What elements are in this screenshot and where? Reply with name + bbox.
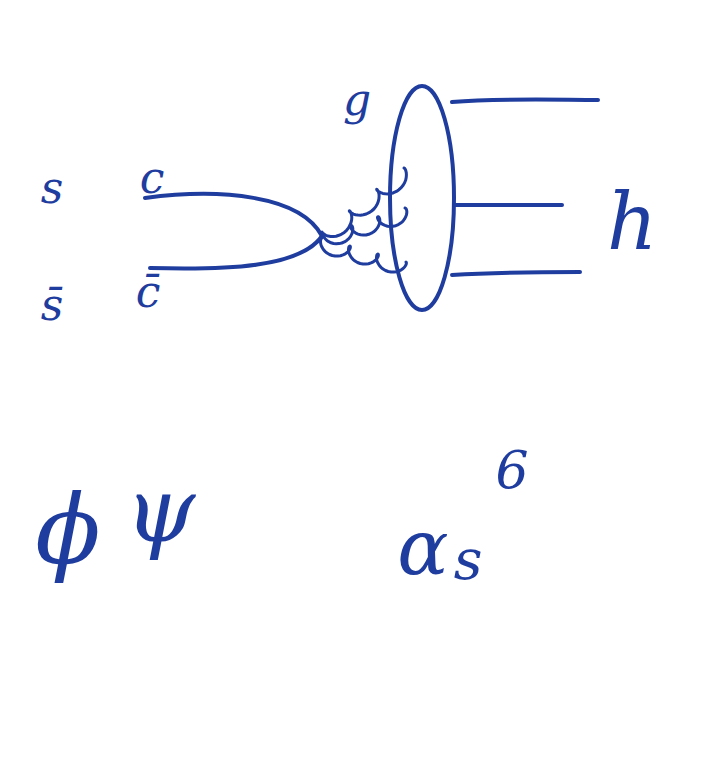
- meson-label: ψ: [125, 465, 196, 555]
- meson-label: ϕ: [35, 482, 100, 578]
- antiquark-label: s̄: [41, 283, 64, 327]
- coupling-subscript: s: [454, 532, 483, 588]
- antiquark-label: c̄: [136, 270, 161, 314]
- quark-label: s: [41, 166, 64, 210]
- antiquark-line: [150, 236, 322, 269]
- hadron-line: [452, 100, 598, 103]
- quark-line: [145, 194, 322, 236]
- coupling-symbol: α: [397, 510, 448, 586]
- hadronization-blob: [390, 86, 454, 310]
- gluon-line: [321, 238, 407, 272]
- hadron-line: [455, 203, 562, 207]
- hadron-label: h: [607, 183, 657, 261]
- quark-label: c: [140, 156, 165, 200]
- power-superscript: 6: [495, 444, 528, 496]
- gluon-label: g: [343, 78, 371, 122]
- gluon-line: [324, 208, 407, 244]
- hadron-line: [452, 272, 580, 275]
